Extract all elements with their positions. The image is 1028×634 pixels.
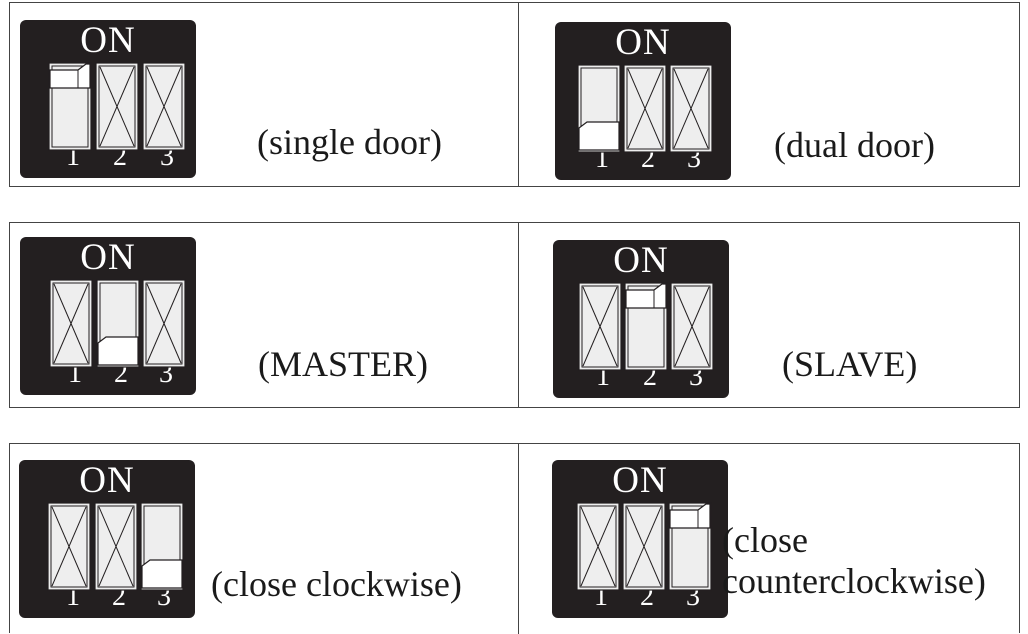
row-divider xyxy=(518,443,519,634)
switch-slot-3-blank xyxy=(142,279,186,368)
caption-close-clockwise: (close clockwise) xyxy=(211,564,462,604)
switch-slot-1-blank xyxy=(576,502,620,591)
switch-slot-3-blank xyxy=(669,64,713,153)
on-label: ON xyxy=(613,240,669,281)
settings-row-2 xyxy=(9,222,1020,408)
switch-slot-1-blank xyxy=(578,282,622,371)
switch-slot-2-blank xyxy=(94,502,138,591)
row-divider xyxy=(518,222,519,408)
switch-slot-1-blank xyxy=(49,279,93,368)
dip-switch-close-clockwise: ON 1 2 3 xyxy=(19,460,195,618)
on-label: ON xyxy=(612,460,668,501)
switch-slot-3-blank xyxy=(142,62,186,151)
on-label: ON xyxy=(615,22,671,63)
dip-switch-close-counterclockwise: ON 1 2 3 xyxy=(552,460,728,618)
switch-slot-2-blank xyxy=(622,502,666,591)
on-label: ON xyxy=(80,20,136,61)
caption-close-counterclockwise-line2: counterclockwise) xyxy=(722,561,986,601)
switch-slot-1-blank xyxy=(47,502,91,591)
switch-slot-3-blank xyxy=(670,282,714,371)
dip-switch-master: ON 1 2 3 xyxy=(20,237,196,395)
switch-slot-1-on xyxy=(48,62,92,151)
caption-dual-door: (dual door) xyxy=(774,125,935,165)
dip-switch-slave: ON 1 2 3 xyxy=(553,240,729,398)
caption-single-door: (single door) xyxy=(257,122,442,162)
dip-switch-single-door: ON 1 2 3 xyxy=(20,20,196,178)
caption-master: (MASTER) xyxy=(258,344,428,384)
on-label: ON xyxy=(79,460,135,501)
switch-slot-3-off xyxy=(140,502,184,591)
switch-slot-2-blank xyxy=(95,62,139,151)
caption-slave: (SLAVE) xyxy=(782,344,918,384)
switch-slot-2-blank xyxy=(623,64,667,153)
settings-row-1 xyxy=(9,2,1020,187)
switch-slot-2-off xyxy=(96,279,140,368)
settings-row-3 xyxy=(9,443,1020,634)
row-divider xyxy=(518,2,519,187)
caption-close-counterclockwise-line1: (close xyxy=(722,520,808,560)
switch-slot-1-off xyxy=(577,64,621,153)
switch-slot-3-on xyxy=(668,502,712,591)
on-label: ON xyxy=(80,237,136,278)
switch-slot-2-on xyxy=(624,282,668,371)
dip-switch-dual-door: ON 1 2 3 xyxy=(555,22,731,180)
